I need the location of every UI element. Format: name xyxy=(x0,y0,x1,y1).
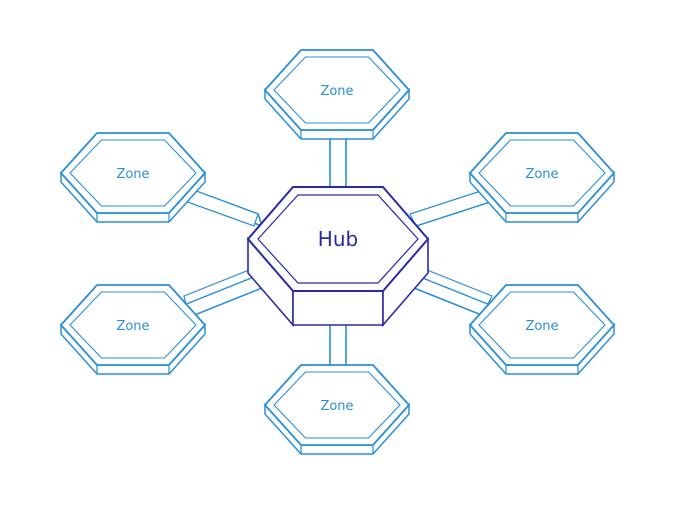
zone-label: Zone xyxy=(320,399,353,414)
hub-node: Hub xyxy=(246,186,430,328)
hub-inner-outline xyxy=(257,194,419,284)
zone-6: Zone xyxy=(263,364,411,455)
connector-1 xyxy=(329,134,347,189)
hub-top-face xyxy=(246,186,430,292)
zone-3: Zone xyxy=(468,132,616,223)
zone-label: Zone xyxy=(320,84,353,99)
hub-side-front xyxy=(292,290,384,326)
zone-label: Zone xyxy=(525,167,558,182)
zone-label: Zone xyxy=(116,167,149,182)
zone-5: Zone xyxy=(468,284,616,375)
zone-2: Zone xyxy=(59,132,207,223)
zone-label: Zone xyxy=(525,319,558,334)
zone-4: Zone xyxy=(59,284,207,375)
hub-label: Hub xyxy=(318,227,358,251)
zone-1: Zone xyxy=(263,49,411,140)
zone-label: Zone xyxy=(116,319,149,334)
